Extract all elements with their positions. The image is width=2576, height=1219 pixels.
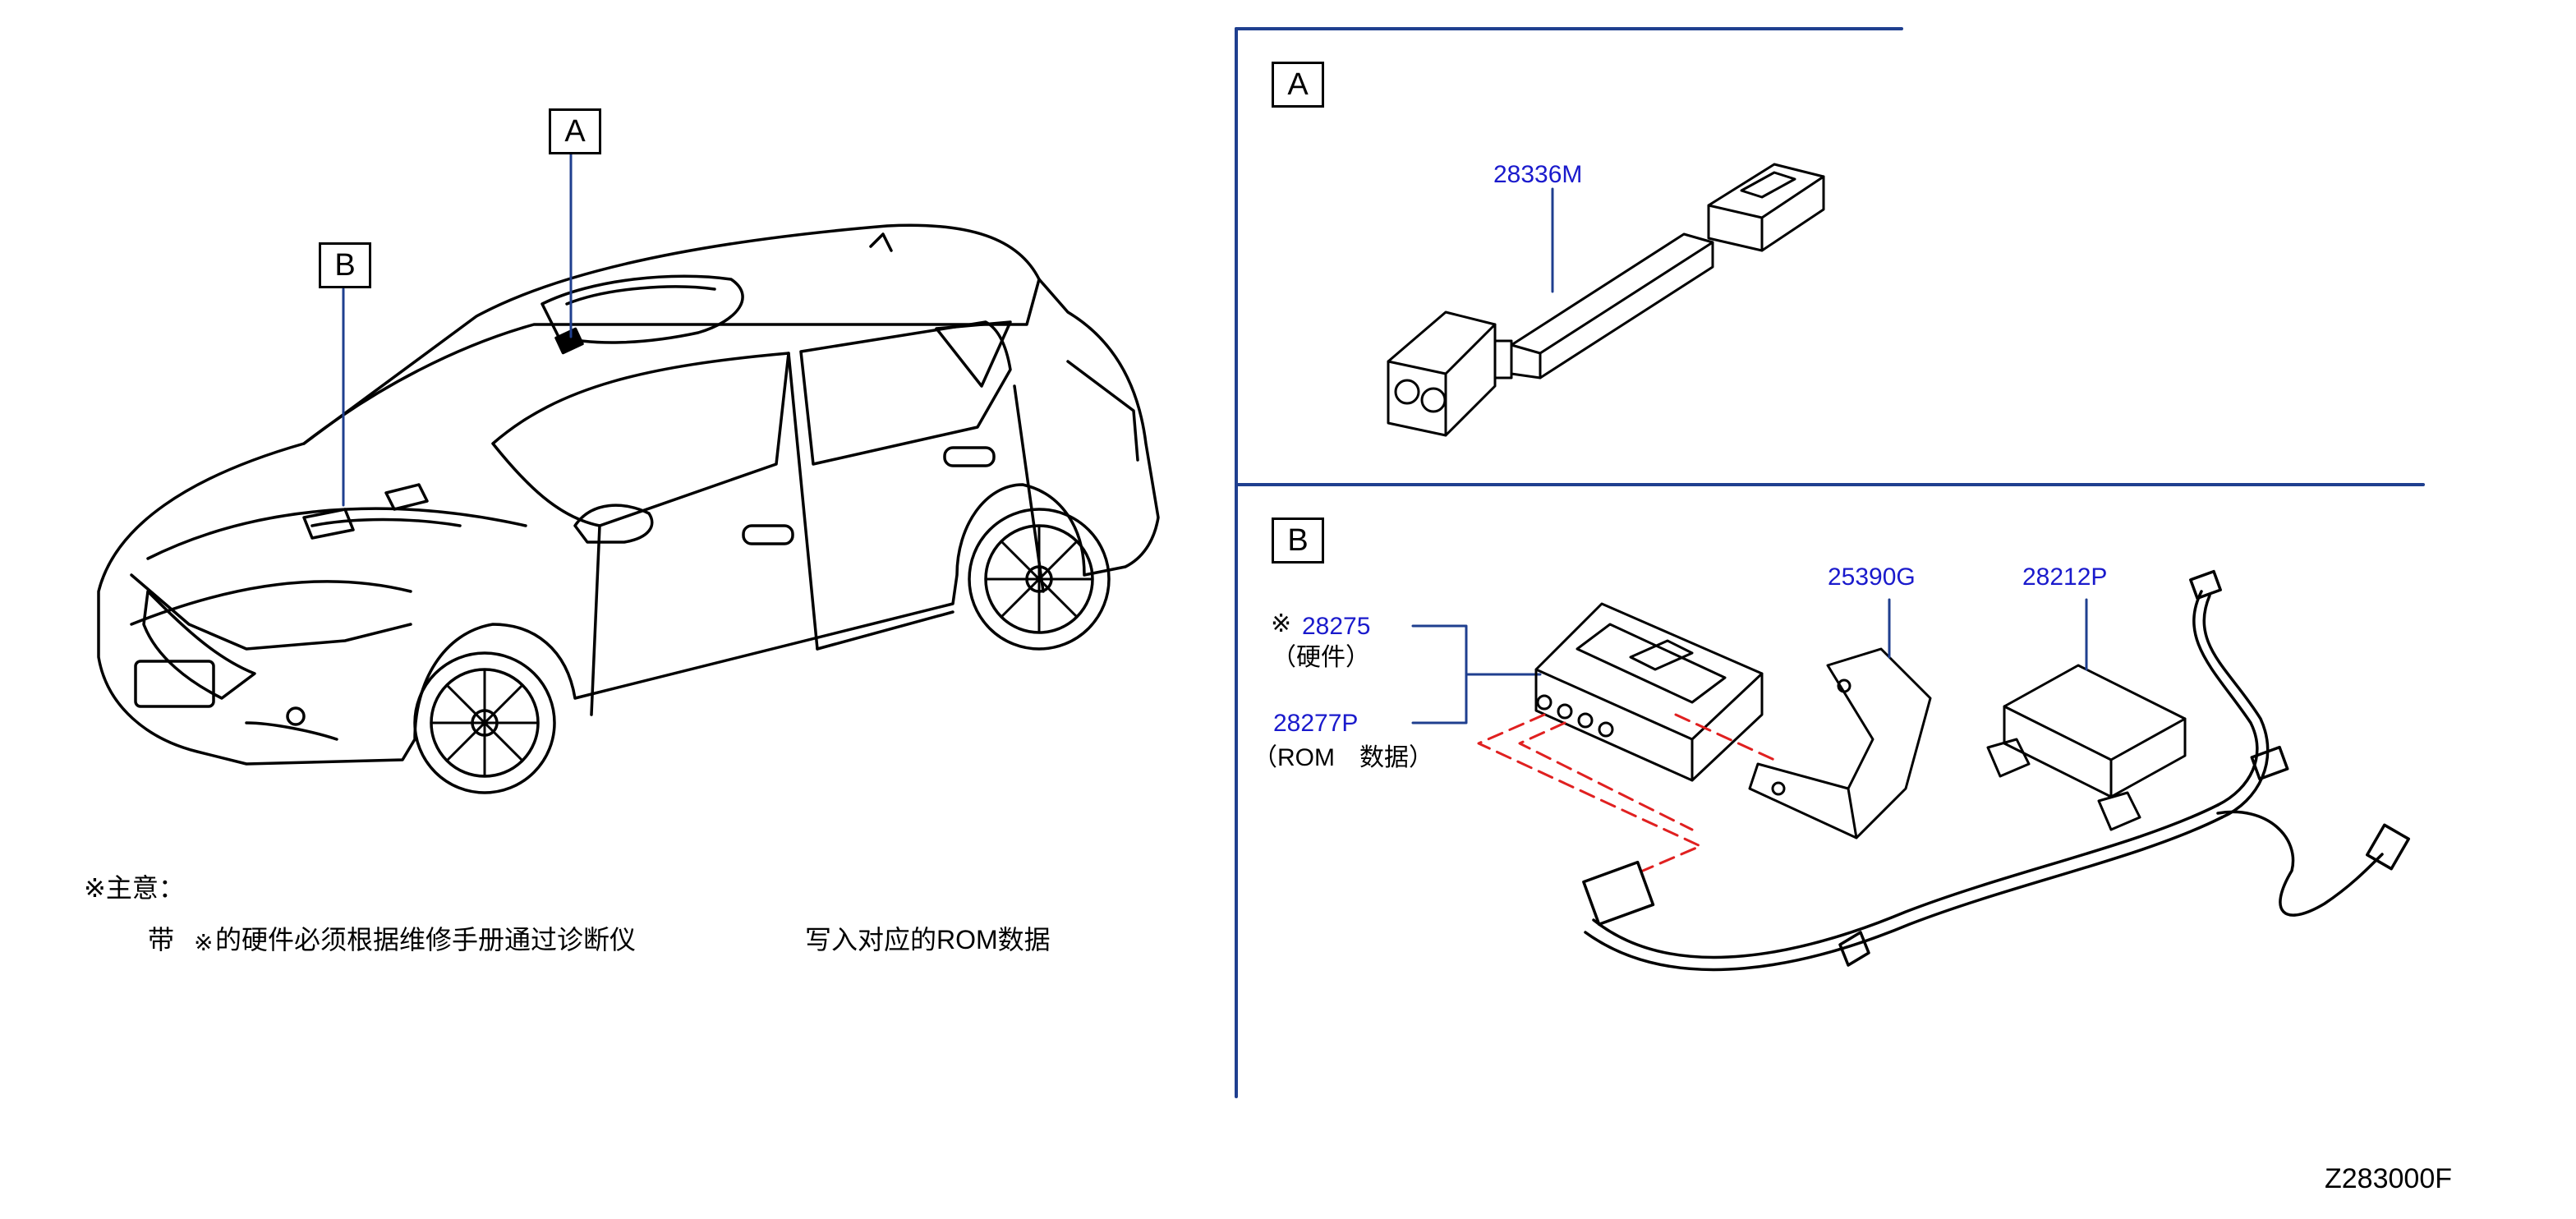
dashed-connection-lines bbox=[1477, 713, 1776, 872]
diagram-code: Z283000F bbox=[2325, 1163, 2452, 1194]
part-28275-mark: ※ bbox=[1271, 610, 1292, 637]
part-number-28275: 28275 bbox=[1302, 613, 1371, 640]
label-bracket bbox=[1411, 624, 1542, 724]
section-dividers bbox=[1235, 27, 2425, 1098]
note-line-prefix: 带 bbox=[148, 925, 175, 954]
section-b-label: B bbox=[1272, 518, 1324, 564]
part-28212p-drawing bbox=[1986, 598, 2187, 831]
note-line-mark: ※ bbox=[194, 930, 214, 955]
callout-leaders bbox=[342, 153, 573, 507]
car-illustration bbox=[97, 223, 1160, 794]
part-28275-subtitle: （硬件） bbox=[1272, 644, 1370, 671]
part-28336m-drawing bbox=[1387, 163, 1825, 437]
part-number-28336m: 28336M bbox=[1493, 161, 1583, 188]
section-a-label: A bbox=[1272, 62, 1324, 108]
note-title: ※主意： bbox=[84, 873, 185, 903]
part-25390g-drawing bbox=[1748, 598, 1932, 840]
part-number-28277p: 28277P bbox=[1273, 710, 1359, 737]
callout-b-car: B bbox=[319, 242, 371, 288]
part-ecu-drawing bbox=[1534, 602, 1764, 782]
part-28277p-subtitle: （ROM 数据） bbox=[1253, 744, 1433, 771]
note-line-middle: 的硬件必须根据维修手册通过诊断仪 bbox=[215, 925, 637, 954]
note-line-suffix: 写入对应的ROM数据 bbox=[805, 925, 1051, 954]
wire-harness-drawing bbox=[1582, 569, 2410, 972]
callout-a-car: A bbox=[549, 108, 601, 154]
part-number-28212p: 28212P bbox=[2022, 564, 2108, 591]
part-number-25390g: 25390G bbox=[1828, 564, 1916, 591]
